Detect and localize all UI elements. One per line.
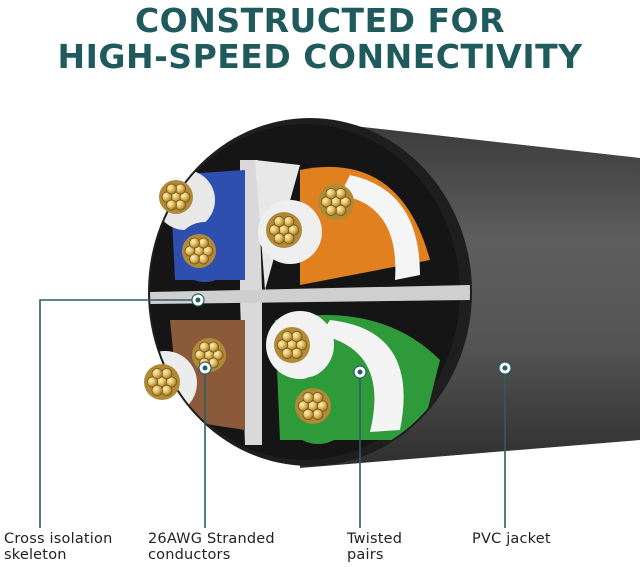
copper-conductor (318, 184, 354, 220)
label-line: Twisted (347, 531, 403, 547)
label-line: conductors (148, 547, 231, 563)
label-line: pairs (347, 547, 384, 563)
label-cross-isolation-skeleton: Cross isolation skeleton (4, 531, 113, 563)
callout-markers (191, 293, 512, 379)
copper-conductor (266, 212, 302, 248)
label-line: skeleton (4, 547, 67, 563)
label-twisted-pairs: Twisted pairs (347, 531, 402, 563)
label-line: 26AWG Stranded (148, 531, 275, 547)
label-stranded-conductors: 26AWG Stranded conductors (148, 531, 275, 563)
copper-conductor (144, 364, 180, 400)
copper-conductor (295, 388, 331, 424)
headline-line-2: HIGH-SPEED CONNECTIVITY (57, 37, 583, 76)
copper-conductor (159, 180, 193, 214)
label-line: Cross isolation (4, 531, 113, 547)
headline-line-1: CONSTRUCTED FOR (134, 1, 506, 40)
leader-lines (39, 299, 506, 528)
copper-conductor (182, 234, 216, 268)
label-pvc-jacket: PVC jacket (472, 531, 551, 547)
leader-line-separator (39, 299, 198, 528)
copper-conductor (274, 327, 310, 363)
label-line: PVC jacket (472, 531, 551, 547)
